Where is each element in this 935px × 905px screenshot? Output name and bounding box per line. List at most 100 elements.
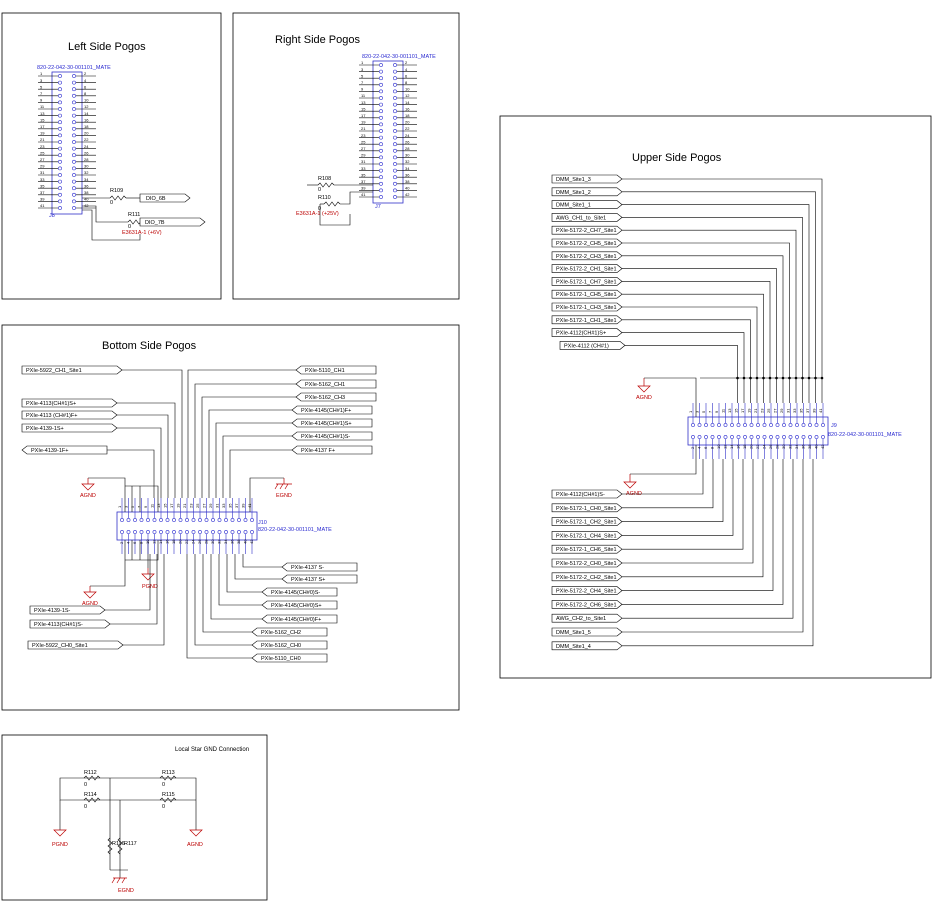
upper-j9-pin-top-19	[749, 423, 754, 427]
left-j8-pin-7	[58, 93, 62, 98]
left-j8-pin-8-num: 8	[84, 91, 87, 96]
bottom-j10-num-top-14: 29	[208, 503, 213, 508]
bottom-j10-num-top-2: 5	[130, 505, 135, 508]
left-j8-pin-28	[72, 159, 76, 164]
left-j8-pin-16-num: 16	[84, 117, 89, 122]
right-j7-pin-2	[393, 63, 397, 67]
r108-value: 0	[318, 187, 321, 193]
upper-bot-wire-3	[622, 459, 734, 536]
upper-bot-wire-2	[622, 459, 724, 522]
dio-6b-netflag	[139, 193, 191, 203]
bottom-left-top-net-4-label: PXIe-4139-1F+	[31, 448, 68, 454]
bottom-j10-pin-bot-20	[178, 530, 183, 534]
left-j8-pin-4-num: 4	[84, 78, 87, 83]
left-j8-pin-19	[58, 133, 62, 138]
right-j7-pin-4-num: 4	[405, 67, 408, 72]
upper-j9-pin-bot-2	[691, 435, 695, 439]
left-resistor-r109: R109 0	[82, 188, 140, 206]
left-j8-pin-23	[58, 146, 62, 151]
bottom-j10-num-top-8: 17	[169, 503, 174, 508]
upper-j9-pin-bot-10	[717, 435, 721, 439]
right-j7-pin-39-num: 39	[361, 186, 366, 191]
upper-j9-num-bot-0: 2	[690, 446, 695, 449]
left-j8-pin-11-num: 11	[40, 104, 45, 109]
upper-bot-net-9-flag	[551, 613, 623, 623]
svg-text:R116: R116	[112, 841, 125, 847]
star-pgnd-symbol: PGND	[52, 829, 68, 848]
bottom-left-bot-net-2-label: PXIe-5922_CH0_Site1	[32, 643, 88, 649]
upper-j9-num-bot-11: 24	[762, 444, 767, 449]
upper-j9-num-bot-8: 18	[742, 444, 747, 449]
bottom-left-top-net-2-flag	[21, 410, 118, 420]
bottom-right-bot-wire-1	[234, 554, 282, 580]
r109-ref: R109	[110, 188, 123, 194]
upper-top-net-1-label: DMM_Site1_2	[556, 190, 591, 196]
upper-j9-num-bot-1: 4	[697, 446, 702, 449]
left-j8-pin-1-num: 1	[40, 71, 43, 76]
upper-j9-pin-bot-6	[704, 435, 708, 439]
upper-top-wire-6	[622, 255, 784, 403]
svg-text:AGND: AGND	[636, 395, 652, 401]
bottom-j10-num-top-0: 1	[117, 505, 122, 508]
star-r117: R117	[117, 837, 137, 855]
left-j8-pin-33-num: 33	[40, 177, 45, 182]
left-j8-pin-21	[58, 140, 62, 144]
upper-bot-net-2-flag	[551, 517, 623, 526]
bottom-j10-pin-bot-38	[237, 530, 241, 534]
upper-j9-pin-bot-16	[736, 435, 741, 439]
bottom-egnd-symbol: EGND	[274, 478, 292, 499]
upper-j9-pin-bot-40	[814, 435, 819, 439]
right-j7-pin-10	[393, 89, 397, 94]
bottom-j10-pin-top-39	[243, 518, 248, 522]
upper-ref: J9	[831, 423, 837, 429]
left-j8-pin-3	[58, 80, 62, 85]
svg-text:0: 0	[84, 804, 87, 810]
bottom-right-bot-wire-0	[242, 554, 282, 568]
left-j8-pin-12	[72, 107, 76, 111]
right-j7-pin-26-num: 26	[405, 139, 410, 144]
left-j8-pin-35-num: 35	[40, 183, 45, 188]
right-j7-pin-26	[393, 142, 397, 147]
left-j8-pin-22-num: 22	[84, 137, 89, 142]
right-j7-pin-11-num: 11	[361, 93, 366, 98]
upper-top-wire-8	[622, 281, 771, 403]
upper-agnd-wire-2	[630, 445, 697, 475]
upper-j9-num-top-15: 31	[786, 408, 791, 413]
bottom-j10-pin-top-27	[204, 518, 209, 522]
upper-j9-pin-bot-32	[788, 435, 793, 439]
bottom-j10-num-top-1: 3	[124, 505, 129, 508]
bottom-j10-pin-top-33	[224, 518, 228, 522]
upper-j9-num-bot-13: 28	[775, 444, 780, 449]
upper-bot-net-8-flag	[551, 600, 623, 609]
bottom-j10-num-bot-9: 20	[178, 539, 183, 544]
upper-bot-wire-0	[622, 459, 704, 495]
right-j7-pin-40	[393, 188, 397, 193]
left-j8-pin-30-num: 30	[84, 164, 89, 169]
bottom-right-top-wire-5	[222, 435, 292, 498]
left-j8-pin-2-num: 2	[84, 71, 87, 76]
right-j7-pin-17	[379, 115, 383, 120]
left-j8-pin-34-num: 34	[84, 177, 89, 182]
right-j7-pin-38	[393, 181, 397, 186]
left-connector-body	[51, 71, 83, 215]
right-j7-pin-31-num: 31	[361, 159, 366, 164]
upper-j9-num-top-2: 5	[701, 410, 706, 413]
left-j8-pin-7-num: 7	[40, 91, 43, 96]
upper-j9-num-top-6: 13	[727, 408, 732, 413]
right-title: Right Side Pogos	[275, 34, 360, 46]
left-j8-pin-29	[58, 166, 62, 171]
upper-j9-num-bot-12: 26	[768, 444, 773, 449]
right-j7-pin-3	[379, 69, 383, 74]
bottom-agnd2-symbol: AGND	[82, 586, 98, 607]
bottom-j10-pin-bot-2	[120, 530, 124, 534]
upper-bot-net-9-label: AWG_CH2_to_Site1	[556, 616, 606, 622]
bottom-j10-num-top-4: 9	[143, 505, 148, 508]
bottom-j10-num-top-6: 13	[156, 503, 161, 508]
upper-j9-pin-bot-12	[723, 435, 728, 439]
bottom-j10-num-top-20: 41	[247, 503, 252, 508]
left-j8-pin-37	[58, 192, 62, 197]
bottom-left-bot-wire-0	[105, 554, 151, 611]
bottom-j10-num-bot-7: 16	[165, 539, 170, 544]
left-j8-pin-39-num: 39	[40, 197, 45, 202]
